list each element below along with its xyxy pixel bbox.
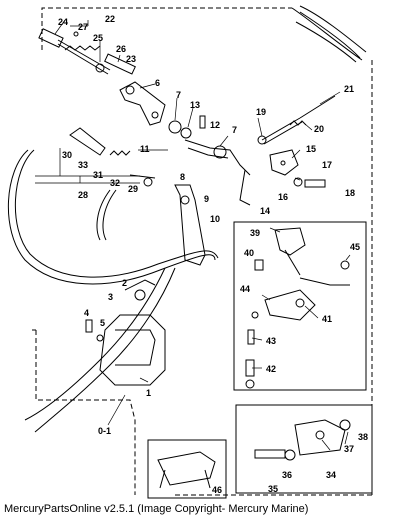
rod-part-19	[257, 95, 336, 145]
callout-44: 44	[240, 284, 250, 294]
callout-7b: 7	[232, 125, 237, 135]
callout-13: 13	[190, 100, 200, 110]
lever-part-30	[69, 127, 156, 187]
callout-27: 27	[78, 22, 88, 32]
callout-36: 36	[282, 470, 292, 480]
callout-1: 1	[146, 388, 151, 398]
lever-part-8	[174, 184, 206, 266]
link-arm	[184, 139, 251, 206]
flywheel-arc	[291, 5, 367, 63]
callout-11: 11	[140, 144, 150, 154]
callout-19: 19	[256, 107, 266, 117]
washer-stack	[168, 115, 206, 139]
callout-21: 21	[344, 84, 354, 94]
callout-42: 42	[266, 364, 276, 374]
callout-24: 24	[58, 17, 68, 27]
callout-12: 12	[210, 120, 220, 130]
callout-8: 8	[180, 172, 185, 182]
copyright-caption: MercuryPartsOnline v2.5.1 (Image Copyrig…	[4, 503, 309, 515]
callout-29: 29	[128, 184, 138, 194]
callout-43: 43	[266, 336, 276, 346]
callout-28: 28	[78, 190, 88, 200]
callout-38: 38	[358, 432, 368, 442]
callout-labels: 24 22 27 25 26 23 6 7 13 12 7 19 21 20 1…	[58, 14, 368, 495]
bracket-part-6	[119, 81, 166, 126]
callout-25: 25	[93, 33, 103, 43]
callout-23: 23	[126, 54, 136, 64]
callout-17: 17	[322, 160, 332, 170]
bolt-part-18	[293, 177, 326, 188]
choke-rod-assembly	[38, 28, 136, 75]
callout-46: 46	[212, 485, 222, 495]
callout-22: 22	[105, 14, 115, 24]
throttle-cable	[8, 149, 219, 433]
callout-3: 3	[108, 292, 113, 302]
callout-16: 16	[278, 192, 288, 202]
leader-lines	[35, 19, 351, 451]
callout-0-1: 0-1	[98, 426, 111, 436]
callout-37: 37	[344, 444, 354, 454]
callout-30: 30	[62, 150, 72, 160]
callout-31: 31	[93, 170, 103, 180]
callout-34: 34	[326, 470, 336, 480]
mount-bracket-part-1	[85, 279, 166, 386]
inset-box-lower	[235, 404, 373, 494]
callout-14: 14	[260, 206, 270, 216]
callout-15: 15	[306, 144, 316, 154]
callout-9: 9	[204, 194, 209, 204]
bracket-part-15	[269, 149, 299, 176]
inset-box-46	[147, 439, 227, 499]
callout-35: 35	[268, 484, 278, 494]
callout-40: 40	[244, 248, 254, 258]
callout-45: 45	[350, 242, 360, 252]
callout-10: 10	[210, 214, 220, 224]
callout-5: 5	[100, 318, 105, 328]
exploded-parts-diagram: 24 22 27 25 26 23 6 7 13 12 7 19 21 20 1…	[8, 5, 373, 499]
callout-7: 7	[176, 90, 181, 100]
callout-2: 2	[122, 278, 127, 288]
callout-6: 6	[155, 78, 160, 88]
callout-4: 4	[84, 308, 89, 318]
callout-39: 39	[250, 228, 260, 238]
inset-box-upper	[233, 221, 367, 391]
callout-32: 32	[110, 178, 120, 188]
callout-18: 18	[345, 188, 355, 198]
callout-41: 41	[322, 314, 332, 324]
callout-20: 20	[314, 124, 324, 134]
callout-26: 26	[116, 44, 126, 54]
callout-33: 33	[78, 160, 88, 170]
